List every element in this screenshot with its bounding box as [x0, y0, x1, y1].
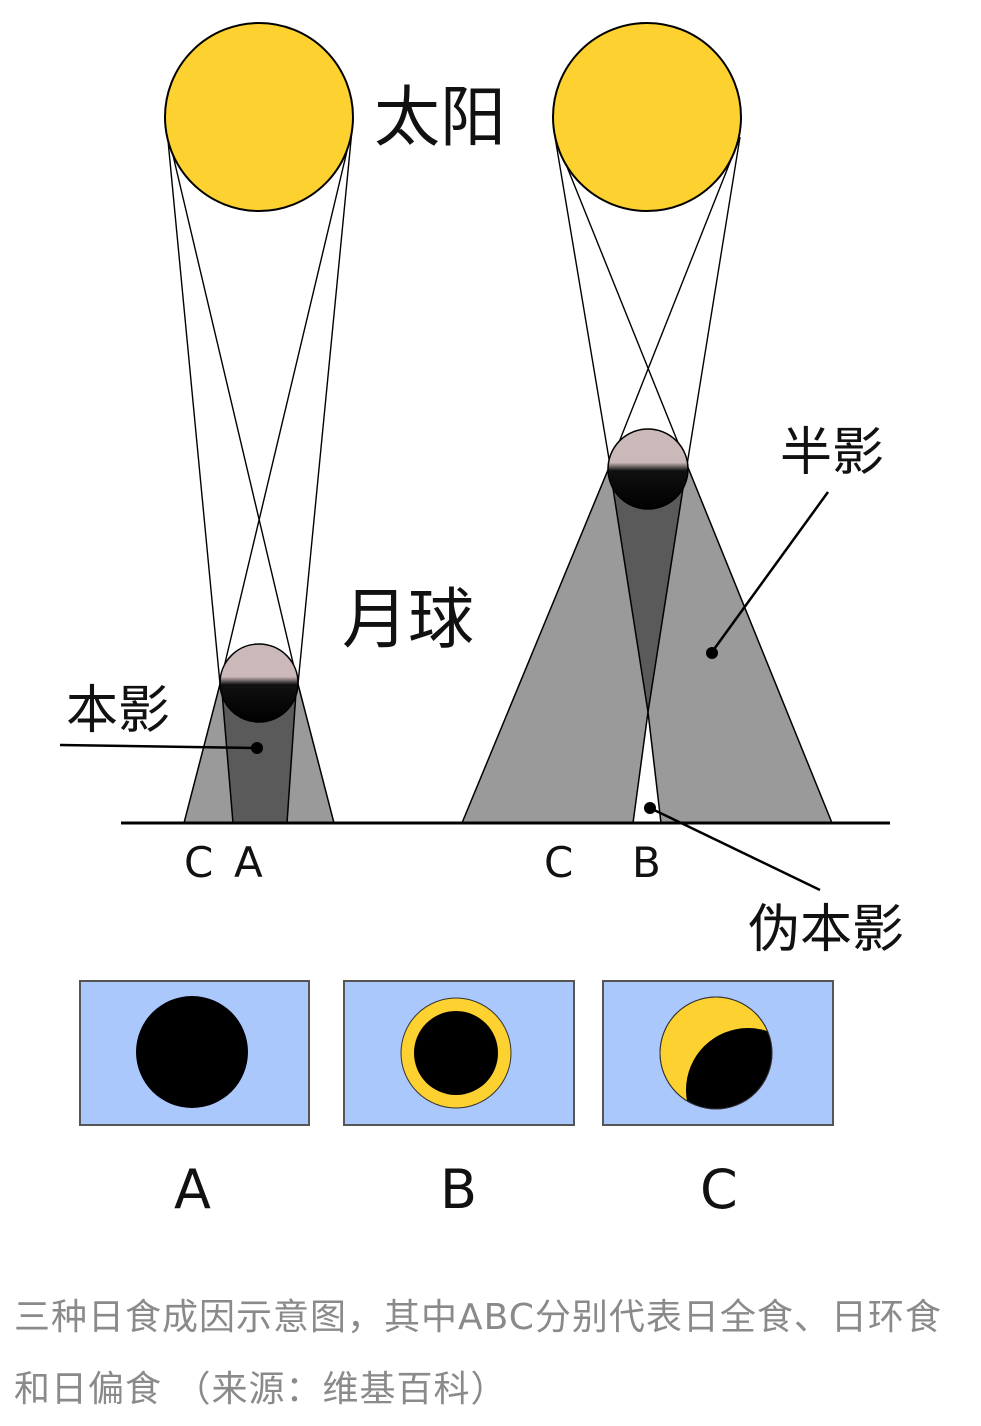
antumbra-label: 伪本影 [748, 900, 904, 960]
panel-a-label: A [174, 1158, 211, 1221]
panel-b-moon-disc [414, 1011, 498, 1095]
right-moon [607, 428, 689, 510]
panel-c [602, 980, 834, 1126]
right-point-c: C [544, 838, 573, 887]
left-point-c: C [184, 838, 213, 887]
moon-label: 月球 [342, 581, 474, 658]
umbra-label: 本影 [66, 681, 170, 741]
sun-label: 太阳 [374, 79, 506, 156]
panel-a-moon-disc [136, 996, 248, 1108]
penumbra-pointer-dot [706, 647, 718, 659]
panel-b [343, 980, 575, 1126]
right-configuration [460, 22, 834, 892]
left-rays [166, 129, 353, 685]
left-sun [164, 22, 354, 212]
panel-c-label: C [700, 1158, 738, 1221]
left-moon [219, 643, 299, 723]
figure-caption: 三种日食成因示意图，其中ABC分别代表日全食、日环食和日偏食 （来源：维基百科） [14, 1297, 942, 1410]
left-point-a: A [234, 838, 263, 887]
left-configuration [59, 22, 354, 824]
right-point-b: B [632, 838, 661, 887]
panel-b-label: B [440, 1158, 477, 1221]
right-sun [552, 22, 742, 212]
eclipse-diagram: 太阳 月球 本影 半影 伪本影 C A C B A B C [59, 22, 904, 1221]
antumbra-pointer-dot [644, 802, 656, 814]
umbra-pointer-dot [251, 742, 263, 754]
panel-a [79, 980, 310, 1126]
right-rays [554, 136, 741, 466]
umbra-pointer [59, 743, 257, 750]
panel-c-moon-disc [686, 1028, 772, 1109]
penumbra-pointer [710, 491, 830, 653]
penumbra-label: 半影 [780, 423, 884, 483]
